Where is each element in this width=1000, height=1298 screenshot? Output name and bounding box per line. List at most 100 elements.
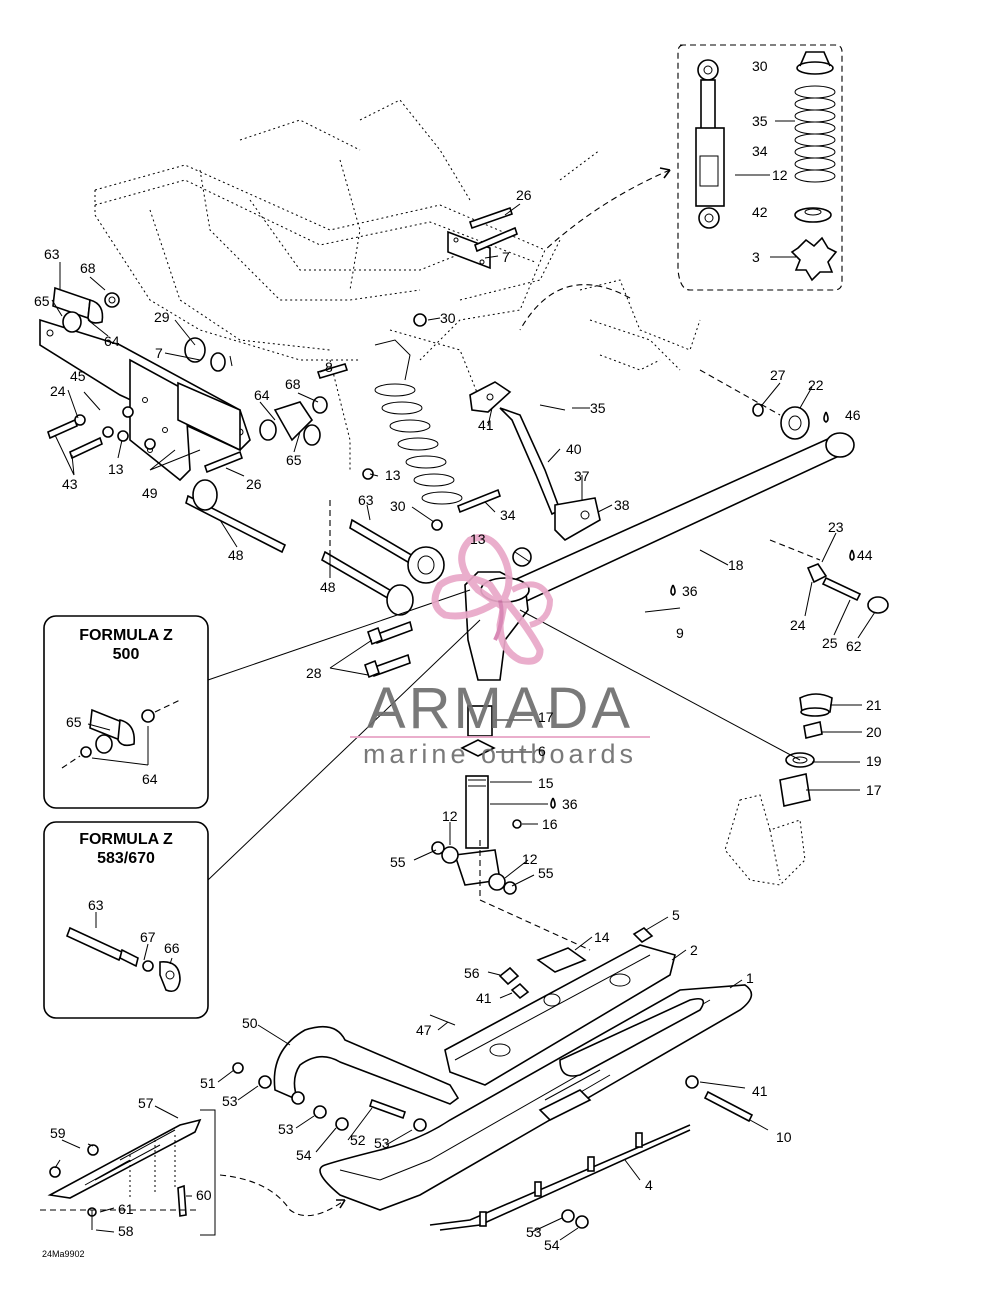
callout-41: 41 <box>476 990 492 1006</box>
callout-2: 2 <box>690 942 698 958</box>
callout-32: 35 <box>752 113 768 129</box>
spring-seat <box>794 207 832 223</box>
callout-58: 58 <box>118 1223 134 1239</box>
inset2-callout-66: 66 <box>164 940 180 956</box>
callout-21: 21 <box>866 697 882 713</box>
callout-43: 43 <box>62 476 78 492</box>
callout-27: 27 <box>770 367 786 383</box>
callout-6: 6 <box>538 743 546 759</box>
callout-15: 15 <box>538 775 554 791</box>
callout-50: 50 <box>242 1015 258 1031</box>
inset-title-line2: 583/670 <box>97 850 155 867</box>
callout-28: 28 <box>306 665 322 681</box>
callout-53d: 53 <box>374 1135 390 1151</box>
callout-1: 1 <box>746 970 754 986</box>
watermark-tagline: marine outboards <box>363 739 637 769</box>
callout-55: 55 <box>390 854 406 870</box>
callout-29: 29 <box>154 309 170 325</box>
long-rods <box>185 339 855 679</box>
callout-57: 57 <box>138 1095 154 1111</box>
callout-51: 51 <box>200 1075 216 1091</box>
callout-26: 26 <box>516 187 532 203</box>
steering-linkage <box>469 381 601 541</box>
callout-65: 65 <box>34 293 50 309</box>
right-spindle-detail <box>724 693 833 886</box>
callout-53c: 53 <box>278 1121 294 1137</box>
callout-47: 47 <box>416 1022 432 1038</box>
callout-31: 34 <box>752 143 768 159</box>
callout-23: 23 <box>828 519 844 535</box>
callout-17: 17 <box>866 782 882 798</box>
inset-title-line1: FORMULA Z <box>79 831 173 848</box>
callout-39: 40 <box>566 441 582 457</box>
callout-68b: 68 <box>285 376 301 392</box>
callout-13c: 13 <box>470 531 486 547</box>
callout-7b: 7 <box>155 345 163 361</box>
inset2-callout-67: 67 <box>140 929 156 945</box>
callout-68: 68 <box>80 260 96 276</box>
callout-13b: 13 <box>385 467 401 483</box>
chassis-frame <box>94 99 601 470</box>
callout-53b: 53 <box>222 1093 238 1109</box>
watermark-brand: ARMADA <box>367 676 633 741</box>
callout-63b: 63 <box>358 492 374 508</box>
coil-spring <box>794 85 836 183</box>
callout-36b: 36 <box>562 796 578 812</box>
callout-54: 54 <box>544 1237 560 1253</box>
spring-cap <box>796 51 834 75</box>
callout-20: 20 <box>866 724 882 740</box>
callout-52: 52 <box>350 1132 366 1148</box>
connector-line <box>207 619 481 881</box>
callout-64b: 64 <box>254 387 270 403</box>
callout-65b: 65 <box>286 452 302 468</box>
callout-61: 61 <box>118 1201 134 1217</box>
callout-16: 16 <box>542 816 558 832</box>
callout-12b: 12 <box>522 851 538 867</box>
callout-36: 36 <box>682 583 698 599</box>
spindle-assembly <box>431 547 591 951</box>
ski-leg <box>429 926 676 1086</box>
inset2-callout-63: 63 <box>88 897 104 913</box>
inset1-callout-64: 64 <box>142 771 158 787</box>
callout-53: 53 <box>526 1224 542 1240</box>
callout-35: 35 <box>590 400 606 416</box>
callout-54b: 54 <box>296 1147 312 1163</box>
callout-5: 5 <box>672 907 680 923</box>
callout-12: 12 <box>442 808 458 824</box>
callout-7: 7 <box>502 249 510 265</box>
callout-64: 64 <box>104 333 120 349</box>
callout-48: 48 <box>228 547 244 563</box>
callout-8: 8 <box>325 359 333 375</box>
right-bolt-set <box>550 411 889 809</box>
callout-62: 62 <box>846 638 862 654</box>
inset-title-line2: 500 <box>113 646 140 663</box>
left-bracket-assembly <box>39 206 518 531</box>
inset1-callout-65: 65 <box>66 714 82 730</box>
carbide-runner-detail <box>40 1109 346 1236</box>
callout-38: 38 <box>614 497 630 513</box>
callout-46: 46 <box>845 407 861 423</box>
inset-title-line1: FORMULA Z <box>79 627 173 644</box>
callout-3: 3 <box>752 249 760 265</box>
callout-33: 30 <box>752 58 768 74</box>
callout-10: 10 <box>776 1129 792 1145</box>
inset-formula-z-583-670: FORMULA Z 583/670 <box>43 821 209 1019</box>
armada-watermark: ARMADA marine outboards <box>350 534 650 769</box>
callout-25: 25 <box>822 635 838 651</box>
callout-48b: 48 <box>320 579 336 595</box>
shock-inset <box>677 44 843 291</box>
diagram-code: 24Ma9902 <box>42 1249 85 1259</box>
connector-line <box>207 589 471 681</box>
callout-45: 45 <box>70 368 86 384</box>
ski-handle <box>232 1025 460 1132</box>
callout-34: 34 <box>500 507 516 523</box>
upper-right-bracket <box>579 279 810 440</box>
callout-56: 56 <box>464 965 480 981</box>
callout-24: 24 <box>50 383 66 399</box>
callout-41b: 41 <box>752 1083 768 1099</box>
callout-55b: 55 <box>538 865 554 881</box>
shock-absorber <box>695 59 725 229</box>
callout-30b: 30 <box>390 498 406 514</box>
callout-42: 42 <box>752 204 768 220</box>
